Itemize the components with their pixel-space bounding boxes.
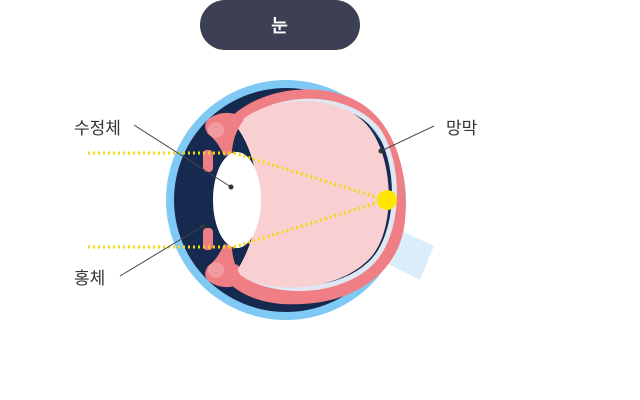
retina-leader-dot [378, 148, 384, 154]
iris-leader-dot [200, 223, 206, 229]
iris-label: 홍체 [74, 269, 106, 289]
lens-leader-dot [228, 184, 234, 190]
iris-leader-line [119, 225, 204, 277]
iris-upper-fold [208, 122, 224, 138]
diagram-title: 눈 [200, 0, 360, 50]
iris-front-lower [203, 228, 213, 250]
retina-leader-line [380, 125, 435, 152]
vitreous-body [236, 101, 389, 288]
iris-front-upper [203, 150, 213, 172]
retina-label: 망막 [446, 119, 478, 139]
lens-leader-line [133, 124, 232, 188]
lens [213, 152, 261, 248]
lens-label: 수정체 [74, 119, 121, 139]
light-ray-upper-focus [233, 151, 387, 202]
choroid-layer [228, 89, 406, 305]
light-ray-lower-focus [233, 198, 387, 249]
iris-lower-fold [208, 262, 224, 278]
focus-point [377, 190, 397, 210]
